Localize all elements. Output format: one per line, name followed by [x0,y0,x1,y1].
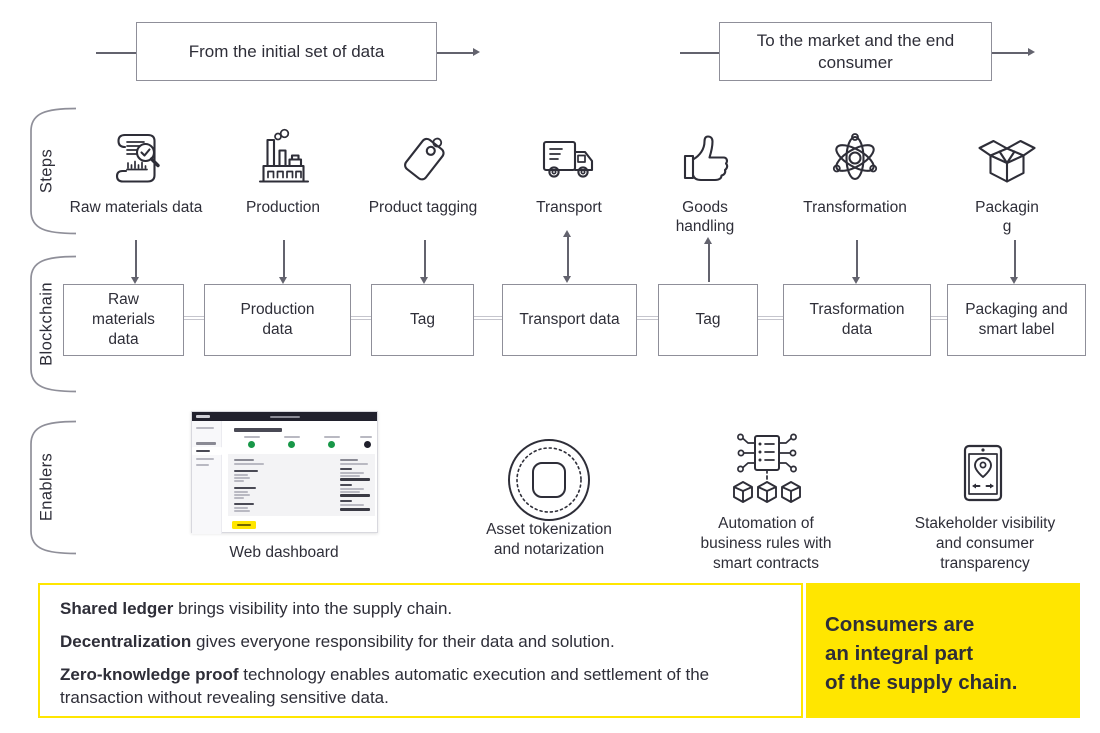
arrow-transport-up-head [563,230,572,237]
truck-icon [542,140,594,178]
row-label-steps: Steps [37,148,56,194]
step-indicator-complete [328,441,335,448]
dashboard-cta-button [232,521,256,529]
step-packaging: Packaging [927,126,1087,237]
coin-token-icon [508,439,590,521]
block-raw-materials-data: Raw materials data [63,284,184,356]
highlight-line: Consumers are [825,613,975,636]
chain-link [931,315,947,321]
step-label: Raw materials data [69,199,203,216]
step-indicator-complete [248,441,255,448]
block-trasformation-data: Trasformation data [783,284,931,356]
enablers-brace [30,420,77,555]
block-tag-1: Tag [371,284,474,356]
chain-link [474,315,502,321]
smart-contract-icon [733,433,801,503]
highlight-line: of the supply chain. [825,671,1018,695]
chain-link [637,315,658,321]
atom-icon [832,133,878,181]
step-indicator-complete [288,441,295,448]
tag-icon [404,137,445,181]
block-transport-data: Transport data [502,284,637,356]
step-production: Production [203,126,363,218]
arrow-goods-handling [708,244,710,282]
arrow-goods-handling-head [704,237,713,244]
blockchain-brace [30,255,77,393]
scroll-audit-icon [115,133,160,183]
step-indicator-current [364,441,371,448]
chain-link [758,315,783,321]
highlight-line: an integral part [825,642,974,666]
dashboard-header [192,412,377,421]
step-transformation: Transformation [775,126,935,218]
flow-arrow-right-head [1028,48,1035,57]
mobile-location-icon [963,444,1003,502]
row-label-blockchain: Blockchain [37,282,56,366]
chain-link [351,315,371,321]
dashboard-sidebar [192,421,222,534]
step-raw-materials-data: Raw materials data [56,126,216,218]
enabler-label-visibility: Stakeholder visibility and consumer tran… [914,515,1056,572]
block-packaging-smart-label: Packaging and smart label [947,284,1086,356]
arrow-production [283,240,285,278]
block-tag-2: Tag [658,284,758,356]
flow-arrow-left-head [473,48,480,57]
arrow-packaging [1014,240,1016,278]
dashboard-caption: Web dashboard [229,544,339,561]
step-label: Packaging [975,199,1039,235]
step-label: Production [245,199,321,216]
flow-line-right [680,52,719,54]
step-label: Transport [536,199,602,216]
flow-box-from-label: From the initial set of data [188,41,385,61]
factory-icon [258,128,310,183]
flow-arrow-right-line [992,52,1028,54]
enabler-label-automation: Automation of business rules with smart … [700,515,832,572]
block-production-data: Production data [204,284,351,356]
flow-arrow-left-line [437,52,473,54]
chain-link [184,315,204,321]
note-zero-knowledge: Zero-knowledge proof technology enables … [60,665,710,707]
flow-box-to: To the market and the end consumer [719,22,992,81]
enabler-label-tokenization: Asset tokenization and notarization [486,521,612,558]
steps-brace [30,107,77,235]
flow-box-to-label: To the market and the end consumer [756,31,955,72]
arrow-transport [567,237,569,277]
step-product-tagging: Product tagging [343,126,503,218]
consumers-highlight-box: Consumers are an integral part of the su… [806,583,1080,718]
key-concepts-box: Shared ledger brings visibility into the… [38,583,803,718]
note-shared-ledger: Shared ledger brings visibility into the… [60,599,453,618]
step-label: Transformation [803,199,907,216]
note-decentralization: Decentralization gives everyone responsi… [60,632,615,652]
open-box-icon [978,139,1036,183]
step-goods-handling: Goods handling [625,126,785,237]
arrow-raw-materials [135,240,137,278]
row-label-enablers: Enablers [37,452,56,522]
flow-line-left [96,52,136,54]
arrow-transformation [856,240,858,278]
thumbs-up-icon [683,135,729,182]
arrow-product-tagging [424,240,426,278]
dashboard-title-bar [234,428,282,432]
web-dashboard-thumbnail [191,411,378,534]
step-label: Product tagging [368,199,478,216]
flow-box-from: From the initial set of data [136,22,437,81]
step-transport: Transport [489,126,649,218]
step-label: Goods handling [675,199,735,235]
